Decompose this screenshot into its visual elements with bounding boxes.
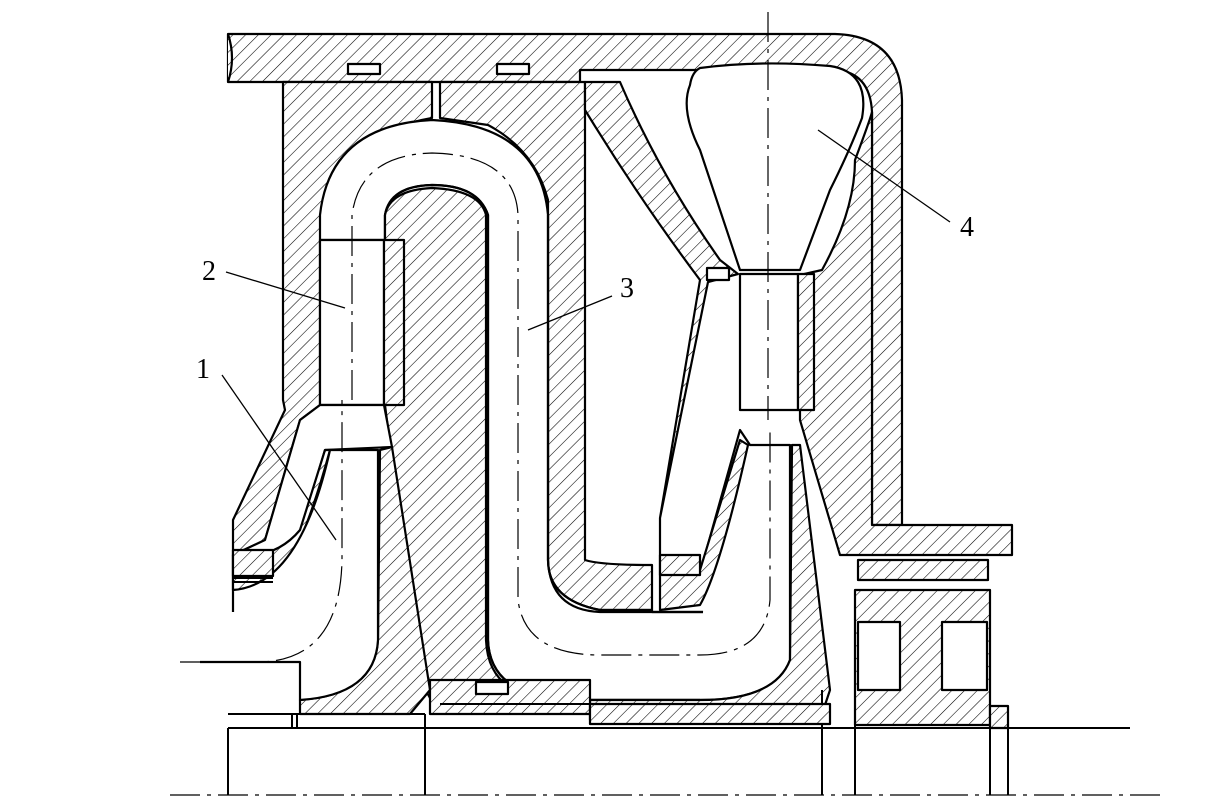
shaft — [227, 678, 1130, 795]
second-stage-impeller — [588, 428, 832, 722]
diaphragm-key — [705, 266, 731, 282]
callout-2: 2 — [202, 256, 346, 309]
centerlines — [170, 12, 1160, 796]
interstage-seal — [428, 678, 592, 716]
first-stage — [200, 238, 432, 716]
seal-2 — [658, 553, 702, 577]
seal-1 — [231, 548, 275, 578]
callout-label-1: 1 — [196, 354, 210, 385]
callout-label-2: 2 — [202, 256, 216, 287]
callout-4: 4 — [817, 129, 974, 243]
balance-drum — [853, 558, 1010, 730]
diffuser-vane — [382, 238, 406, 407]
casing-key — [346, 62, 382, 76]
second-diffuser — [738, 272, 800, 412]
callout-label-4: 4 — [960, 212, 974, 243]
second-diffuser-vane — [796, 272, 816, 412]
callout-1: 1 — [196, 354, 337, 541]
callout-3: 3 — [527, 273, 634, 331]
volute — [685, 62, 865, 272]
casing-key — [495, 62, 531, 76]
callout-label-3: 3 — [620, 273, 634, 304]
